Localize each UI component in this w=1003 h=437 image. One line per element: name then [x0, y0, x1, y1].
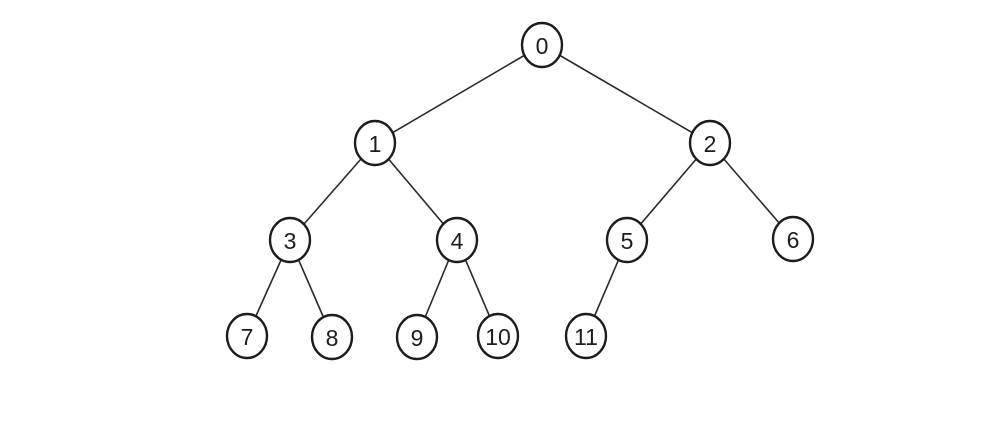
tree-node-circle-1 [353, 119, 397, 167]
tree-node-9: 9 [395, 313, 439, 361]
tree-node-label-10: 10 [485, 324, 511, 350]
tree-node-2: 2 [688, 119, 732, 167]
tree-node-circle-10 [476, 312, 520, 360]
tree-node-label-11: 11 [574, 324, 598, 350]
tree-nodes-layer: 0 1 2 3 4 5 6 7 8 9 10 11 [225, 21, 815, 361]
tree-node-7: 7 [225, 312, 269, 360]
tree-edges-layer [246, 44, 794, 338]
tree-node-circle-8 [310, 313, 354, 361]
tree-node-10: 10 [476, 312, 520, 360]
tree-node-label-8: 8 [326, 325, 339, 351]
tree-node-circle-4 [435, 216, 479, 264]
tree-node-label-4: 4 [451, 228, 464, 254]
tree-node-label-1: 1 [369, 131, 382, 157]
tree-node-label-0: 0 [536, 33, 549, 59]
tree-node-circle-9 [395, 313, 439, 361]
tree-node-3: 3 [268, 216, 312, 264]
tree-node-circle-5 [605, 216, 649, 264]
tree-node-label-7: 7 [241, 324, 254, 350]
tree-node-label-2: 2 [704, 131, 717, 157]
tree-node-label-6: 6 [787, 227, 800, 253]
tree-node-5: 5 [605, 216, 649, 264]
tree-node-circle-0 [520, 21, 564, 69]
tree-node-label-3: 3 [284, 228, 297, 254]
tree-node-6: 6 [771, 215, 815, 263]
tree-node-circle-7 [225, 312, 269, 360]
tree-node-11: 11 [564, 312, 608, 360]
tree-edge-0-1 [374, 44, 543, 144]
tree-node-1: 1 [353, 119, 397, 167]
tree-node-circle-2 [688, 119, 732, 167]
tree-node-8: 8 [310, 313, 354, 361]
tree-edge-0-2 [541, 44, 711, 144]
tree-node-label-9: 9 [411, 325, 424, 351]
tree-node-circle-11 [564, 312, 608, 360]
tree-node-circle-3 [268, 216, 312, 264]
tree-node-circle-6 [771, 215, 815, 263]
tree-node-label-5: 5 [621, 228, 634, 254]
tree-node-4: 4 [435, 216, 479, 264]
tree-node-0: 0 [520, 21, 564, 69]
